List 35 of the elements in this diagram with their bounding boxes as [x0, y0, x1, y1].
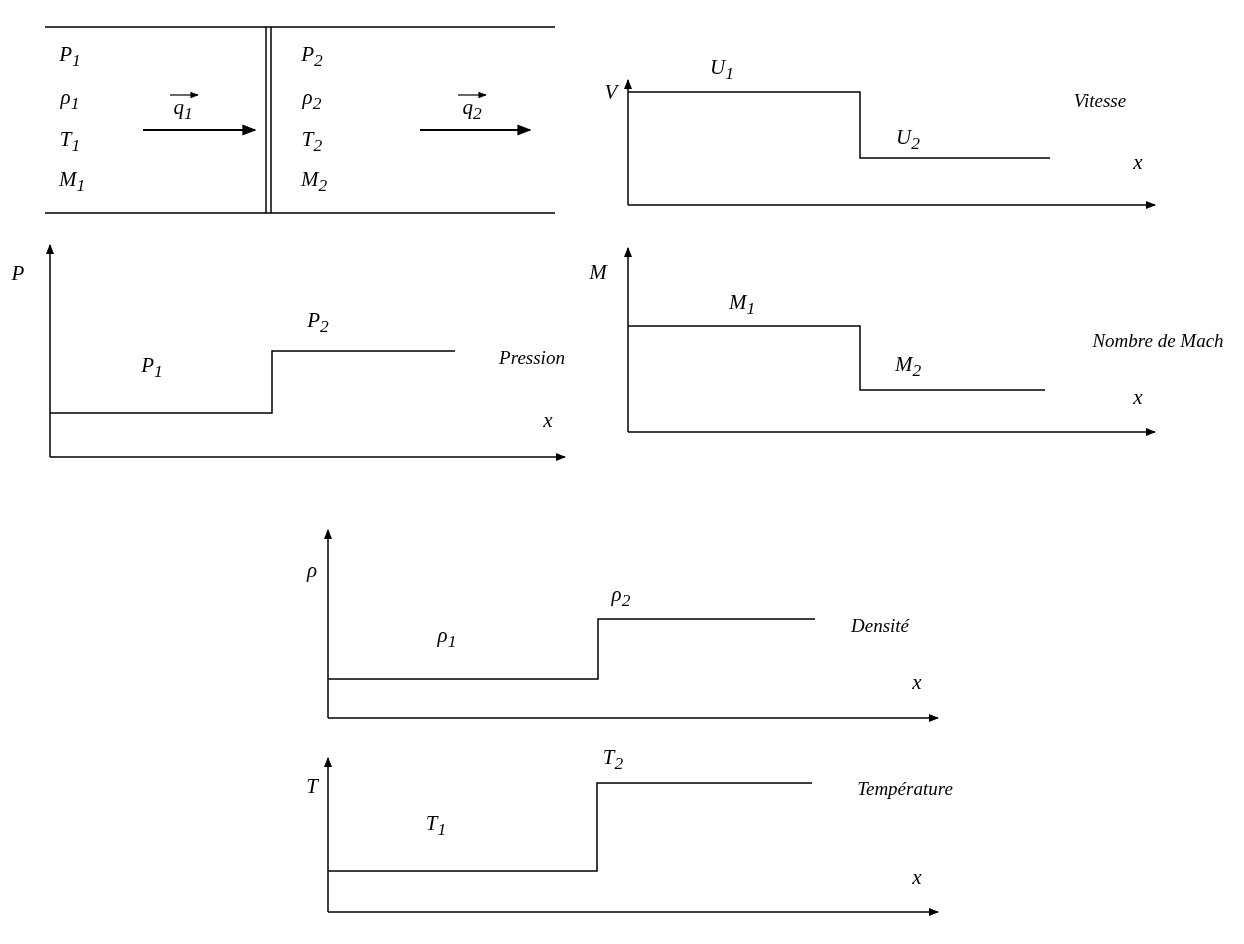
state-variable: T$_{2}$: [301, 129, 323, 155]
curve-label: Température: [857, 778, 953, 798]
value-label: ρ$_{2}$: [611, 584, 631, 610]
value-label: M$_{2}$: [894, 354, 922, 380]
axis-label: T: [306, 775, 318, 797]
state-variable: P$_{1}$: [59, 44, 81, 70]
state-variable: M$_{2}$: [300, 169, 328, 195]
axis-label: ρ: [306, 559, 318, 581]
axis-label: V: [604, 81, 618, 103]
curve-label: Densité: [851, 615, 909, 635]
axis-label: x: [1133, 386, 1143, 408]
axis-label: P: [11, 262, 25, 284]
axis-label: x: [543, 409, 553, 431]
value-label: ρ$_{1}$: [437, 625, 457, 651]
value-label: P$_{2}$: [307, 310, 329, 336]
value-label: T$_{1}$: [425, 813, 447, 839]
state-variable: ρ$_{1}$: [60, 87, 80, 113]
flow-rate-label: q$_{2}$: [462, 97, 482, 123]
flow-rate-label: q$_{1}$: [173, 97, 193, 123]
value-label: P$_{1}$: [141, 355, 163, 381]
value-label: T$_{2}$: [602, 747, 624, 773]
axis-label: x: [912, 866, 922, 888]
state-variable: T$_{1}$: [59, 129, 81, 155]
axis-label: x: [912, 671, 922, 693]
curve-label: Vitesse: [1073, 90, 1127, 110]
curve-label: Nombre de Mach: [1092, 330, 1224, 350]
value-label: U$_{2}$: [896, 127, 920, 153]
axis-label: x: [1133, 151, 1143, 173]
state-variable: P$_{2}$: [301, 44, 323, 70]
axis-label: M: [589, 261, 607, 283]
state-variable: M$_{1}$: [58, 169, 86, 195]
state-variable: ρ$_{2}$: [302, 87, 322, 113]
value-label: M$_{1}$: [728, 292, 756, 318]
curve-label: Pression: [499, 347, 565, 367]
value-label: U$_{1}$: [710, 57, 734, 83]
